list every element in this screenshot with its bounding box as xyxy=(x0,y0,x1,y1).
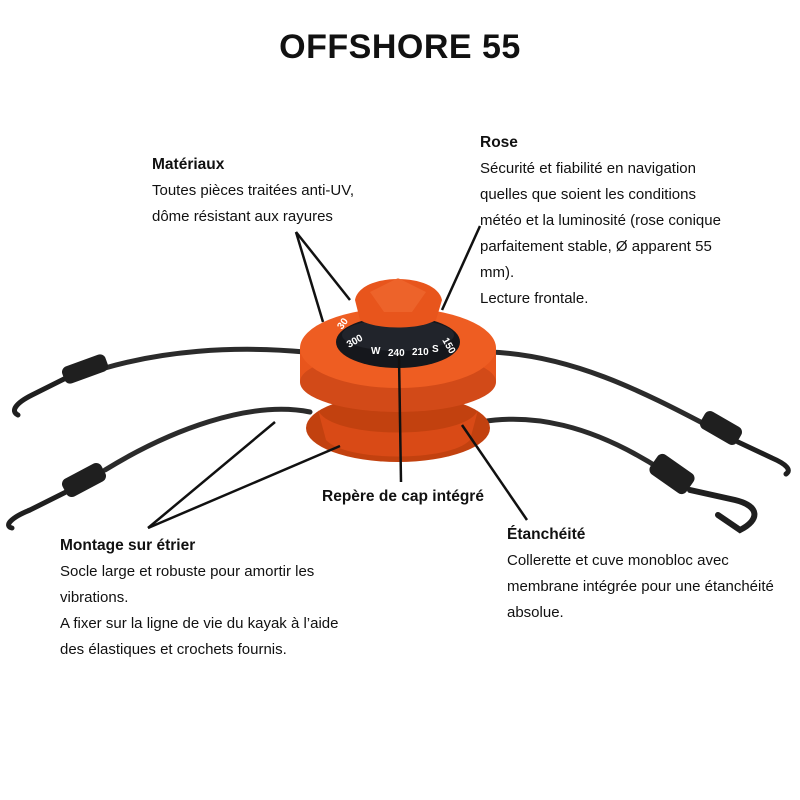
annotation-montage: Montage sur étrier Socle large et robust… xyxy=(60,533,339,663)
leader-line-rose xyxy=(440,225,482,311)
annotation-line: vibrations. xyxy=(60,589,129,606)
annotation-line: Lecture frontale. xyxy=(480,290,589,307)
leader-lines xyxy=(147,225,529,530)
annotation-rose: Rose Sécurité et fiabilité en navigation… xyxy=(480,130,721,312)
bungee-cord-right-upper xyxy=(487,349,715,431)
bungee-cord-left-lower xyxy=(102,406,313,473)
scale-label: 240 xyxy=(388,348,405,359)
annotation-etancheite: Étanchéité Collerette et cuve monobloc a… xyxy=(507,522,774,626)
leader-line-materiaux-1 xyxy=(294,231,325,323)
annotation-heading: Étanchéité xyxy=(507,526,586,543)
leader-line-repere xyxy=(397,355,403,483)
annotation-line: absolue. xyxy=(507,604,564,621)
annotation-line: météo et la luminosité (rose conique xyxy=(480,212,721,229)
annotation-materiaux: Matériaux Toutes pièces traitées anti-UV… xyxy=(152,152,354,230)
annotation-line: Socle large et robuste pour amortir les xyxy=(60,563,315,580)
annotation-line: Sécurité et fiabilité en navigation xyxy=(480,160,696,177)
hook-right-upper xyxy=(700,411,791,477)
annotation-line: Collerette et cuve monobloc avec xyxy=(507,552,729,569)
annotation-line: des élastiques et crochets fournis. xyxy=(60,641,287,658)
annotation-heading: Rose xyxy=(480,134,518,151)
leader-line-montage-1 xyxy=(147,421,276,529)
annotation-line: mm). xyxy=(480,264,515,281)
leader-line-materiaux-2 xyxy=(295,231,351,301)
leader-line-montage-2 xyxy=(147,444,341,530)
compass-body xyxy=(300,278,496,462)
scale-label: 210 xyxy=(412,347,429,358)
annotation-line: Toutes pièces traitées anti-UV, xyxy=(152,182,355,199)
leader-line-etancheite xyxy=(460,424,529,521)
annotation-line: parfaitement stable, Ø apparent 55 xyxy=(480,238,712,255)
bungee-cord-left-upper xyxy=(102,346,308,371)
scale-label: S xyxy=(432,344,439,355)
hook-left-upper xyxy=(12,354,109,418)
annotation-heading: Montage sur étrier xyxy=(60,537,196,554)
annotation-repere: Repère de cap intégré xyxy=(322,488,484,505)
hook-left-lower xyxy=(6,462,107,531)
hook-right-lower xyxy=(649,453,758,534)
annotation-line: quelles que soient les conditions xyxy=(480,186,696,203)
annotation-line: A fixer sur la ligne de vie du kayak à l… xyxy=(60,615,339,632)
scale-label: W xyxy=(371,346,381,357)
annotation-line: dôme résistant aux rayures xyxy=(152,208,333,225)
page-title: OFFSHORE 55 xyxy=(279,28,521,66)
annotation-heading: Matériaux xyxy=(152,156,225,173)
annotation-line: membrane intégrée pour une étanchéité xyxy=(507,578,774,595)
